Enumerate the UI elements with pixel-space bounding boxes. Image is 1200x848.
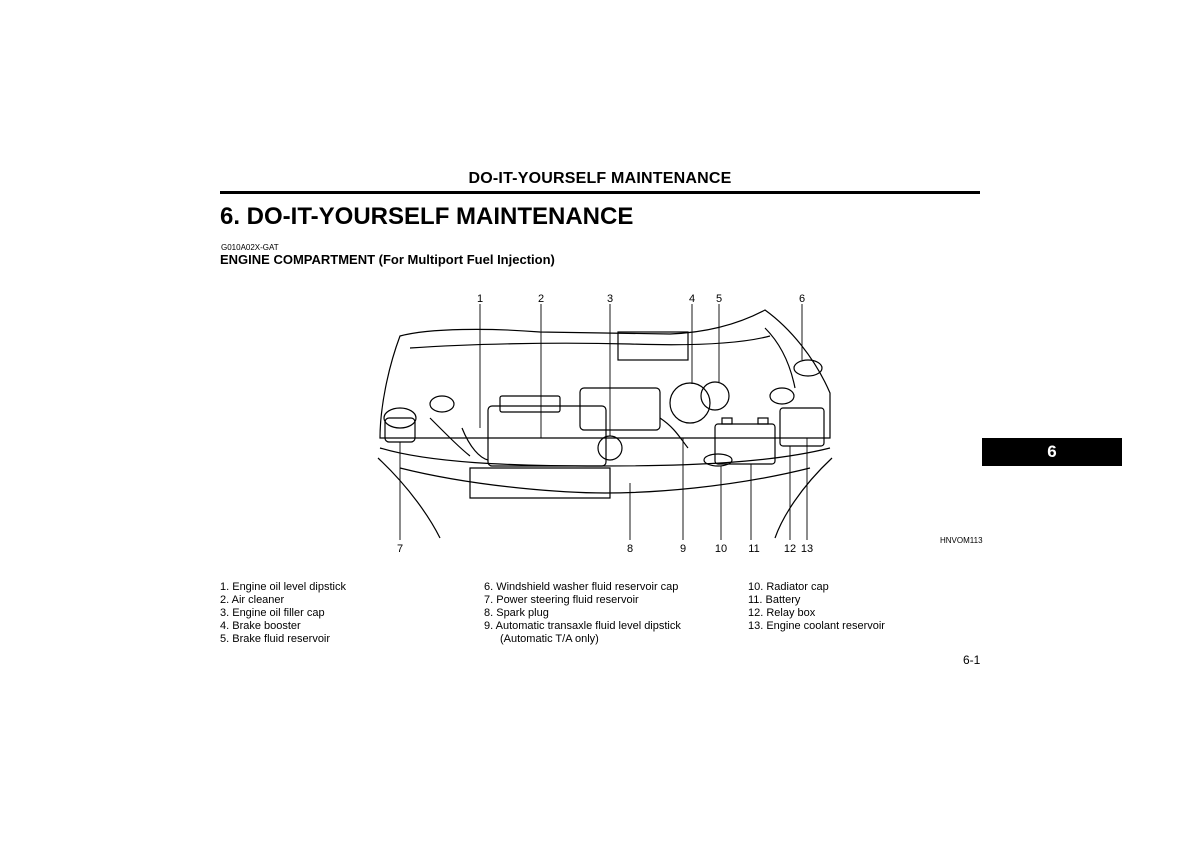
legend-item: 7. Power steering fluid reservoir (484, 594, 639, 606)
legend-item: 11. Battery (748, 594, 801, 606)
chapter-tab: 6 (982, 438, 1122, 466)
legend-item: 2. Air cleaner (220, 594, 285, 606)
running-header: DO-IT-YOURSELF MAINTENANCE (468, 170, 732, 187)
legend-item-continuation: (Automatic T/A only) (500, 633, 599, 645)
legend-column-3: 10. Radiator cap 11. Battery 12. Relay b… (748, 581, 885, 633)
callout-bottom: 9 (680, 543, 686, 555)
callout-bottom: 12 (784, 543, 796, 555)
callout-bottom: 7 (397, 543, 403, 555)
callout-bottom: 11 (748, 543, 759, 555)
callout-top: 6 (799, 293, 805, 305)
callout-top: 1 (477, 293, 483, 305)
figure-code: HNVOM113 (940, 536, 983, 545)
callout-bottom: 8 (627, 543, 633, 555)
legend-item: 4. Brake booster (220, 620, 301, 632)
callout-bottom: 13 (801, 543, 813, 555)
legend-item: 6. Windshield washer fluid reservoir cap (484, 581, 679, 593)
header-rule (220, 191, 980, 194)
legend-column-2: 6. Windshield washer fluid reservoir cap… (484, 581, 681, 646)
callout-top: 3 (607, 293, 613, 305)
legend-item: 5. Brake fluid reservoir (220, 633, 331, 645)
engine-compartment-figure: 1 2 3 4 5 6 7 8 9 10 11 12 13 (370, 288, 840, 558)
callout-top: 4 (689, 293, 695, 305)
legend-item: 10. Radiator cap (748, 581, 829, 593)
callout-top: 2 (538, 293, 544, 305)
section-heading: ENGINE COMPARTMENT (For Multiport Fuel I… (220, 252, 555, 267)
callout-top: 5 (716, 293, 722, 305)
legend-item: 13. Engine coolant reservoir (748, 620, 885, 632)
callout-bottom: 10 (715, 543, 727, 555)
legend-item: 9. Automatic transaxle fluid level dipst… (484, 620, 681, 632)
legend-item: 3. Engine oil filler cap (220, 607, 325, 619)
engine-compartment-illustration: 1 2 3 4 5 6 7 8 9 10 11 12 13 (377, 293, 833, 555)
legend-column-1: 1. Engine oil level dipstick 2. Air clea… (220, 581, 346, 646)
legend-item: 12. Relay box (748, 607, 816, 619)
reference-code: G010A02X-GAT (221, 243, 279, 252)
page-number: 6-1 (963, 653, 981, 667)
page-title: 6. DO-IT-YOURSELF MAINTENANCE (220, 203, 634, 230)
legend-item: 1. Engine oil level dipstick (220, 581, 346, 593)
legend-item: 8. Spark plug (484, 607, 549, 619)
